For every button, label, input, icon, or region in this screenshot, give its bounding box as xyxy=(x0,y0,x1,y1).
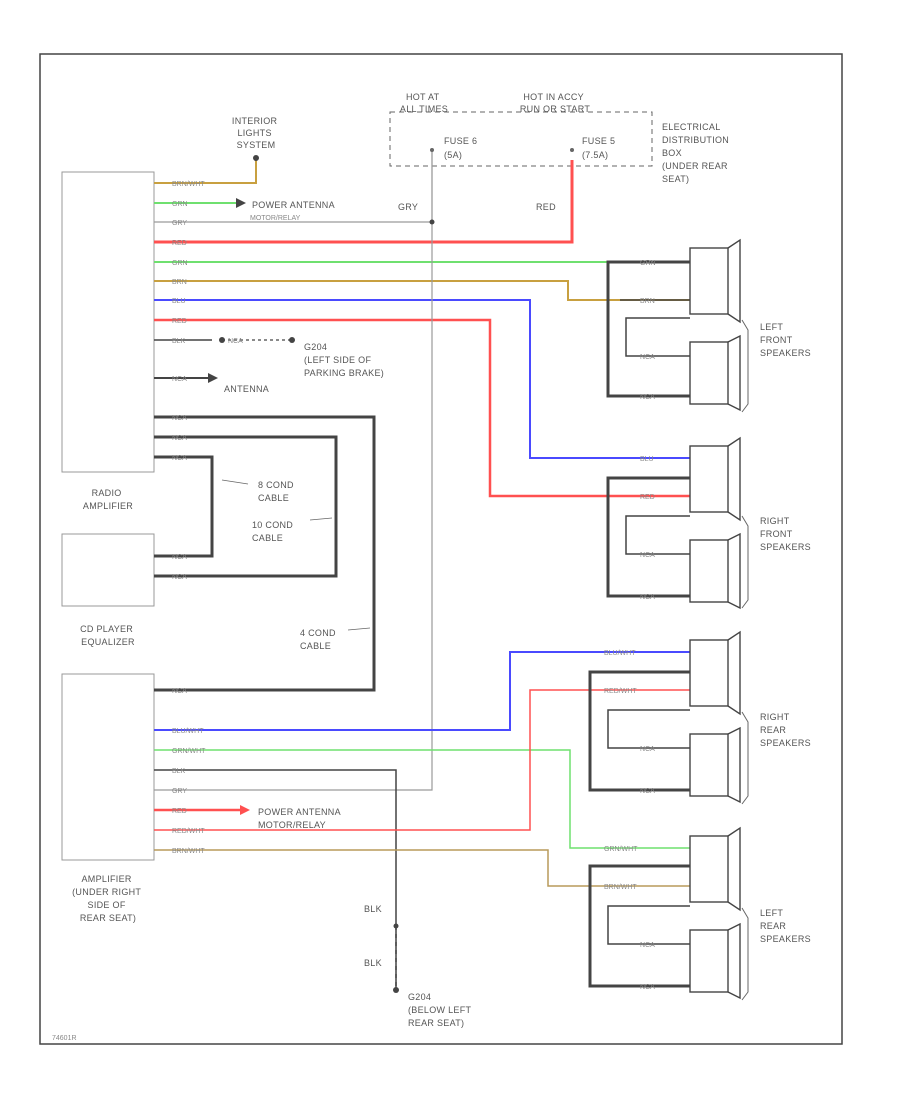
right-rear-speakers xyxy=(588,630,741,804)
hot-accy-label: HOT IN ACCY RUN OR START xyxy=(520,92,590,114)
interior-lights-label: INTERIOR LIGHTS SYSTEM xyxy=(232,116,280,150)
wl-grn-2: GRN xyxy=(172,260,188,267)
blk-label-1: BLK xyxy=(364,904,382,914)
right-front-speakers-label: RIGHT FRONT SPEAKERS xyxy=(760,516,811,552)
amplifier-box xyxy=(61,673,155,861)
cable-10-cond xyxy=(154,435,338,578)
wl-nca-5: NCA xyxy=(172,455,187,462)
g204-bottom-label: G204 (BELOW LEFT REAR SEAT) xyxy=(408,992,474,1028)
right-rear-speakers-label: RIGHT REAR SPEAKERS xyxy=(760,712,811,748)
wl-lf-nca: NCA xyxy=(640,354,655,361)
red-label: RED xyxy=(536,202,556,212)
wl-gry-1: GRY xyxy=(172,220,187,227)
wl-rr-red-wht: RED/WHT xyxy=(604,688,637,695)
wl-brn-wht-1: BRN/WHT xyxy=(172,181,205,188)
wl-nca-6: NCA xyxy=(172,554,187,561)
fuse-5-label: FUSE 5 (7.5A) xyxy=(582,136,618,160)
wl-nca-3: NCA xyxy=(172,415,187,422)
wl-rr-nca: NCA xyxy=(640,746,655,753)
wire-blk-amp xyxy=(154,769,397,990)
wl-blk-2: BLK xyxy=(172,768,186,775)
wl-rf-nca: NCA xyxy=(640,552,655,559)
cd-player-box xyxy=(61,533,155,607)
fuse-6-label: FUSE 6 (5A) xyxy=(444,136,480,160)
wl-lf-grn: GRN xyxy=(640,260,656,267)
motor-relay-top-label: MOTOR/RELAY xyxy=(250,215,301,222)
g204-top-label: G204 (LEFT SIDE OF PARKING BRAKE) xyxy=(304,342,384,378)
left-rear-speakers xyxy=(588,826,741,1000)
wire-brn-wht-interior xyxy=(154,160,257,184)
wire-blu-wht-rr xyxy=(154,651,690,731)
edb-outline xyxy=(389,111,653,167)
wl-lf-brn: BRN xyxy=(640,298,655,305)
wire-red-wht-rr xyxy=(154,689,690,831)
power-antenna-top-label: POWER ANTENNA xyxy=(252,200,335,210)
wl-red-wht-1: RED/WHT xyxy=(172,828,205,835)
wl-nca-8: NCA xyxy=(172,688,187,695)
antenna-label: ANTENNA xyxy=(224,384,269,394)
left-front-speakers-label: LEFT FRONT SPEAKERS xyxy=(760,322,811,358)
wl-rr-blu-wht: BLU/WHT xyxy=(604,650,636,657)
radio-amplifier-box xyxy=(61,171,155,473)
diagram-code: 74601R xyxy=(52,1035,77,1042)
wl-lr-nca: NCA xyxy=(640,942,655,949)
wl-red-1: RED xyxy=(172,240,187,247)
wl-lr-brn-wht: BRN/WHT xyxy=(604,884,637,891)
wl-nca-7: NCA xyxy=(172,574,187,581)
wl-red-3: RED xyxy=(172,808,187,815)
gry-label: GRY xyxy=(398,202,418,212)
wire-blu-rf xyxy=(154,299,690,459)
wl-lr-nca2: NCA xyxy=(640,984,655,991)
wl-blu-wht-1: BLU/WHT xyxy=(172,728,204,735)
wl-nca-2: NCA xyxy=(172,376,187,383)
wl-rf-red: RED xyxy=(640,494,655,501)
wire-brn-lf xyxy=(154,280,690,301)
wire-brn-wht-lr xyxy=(154,849,690,887)
cable-4-cond xyxy=(154,415,376,692)
edb-label: ELECTRICAL DISTRIBUTION BOX (UNDER REAR … xyxy=(662,122,732,184)
wl-grn-wht-1: GRN/WHT xyxy=(172,748,206,755)
wl-rf-nca2: NCA xyxy=(640,594,655,601)
amplifier-under-label: AMPLIFIER (UNDER RIGHT SIDE OF REAR SEAT… xyxy=(72,874,144,923)
wl-nca-4: NCA xyxy=(172,435,187,442)
wl-blk-1: BLK xyxy=(172,338,186,345)
radio-amplifier-label: RADIO AMPLIFIER xyxy=(83,488,133,511)
wl-grn-1: GRN xyxy=(172,201,188,208)
cable-8-label: 8 COND CABLE xyxy=(258,480,297,503)
wl-brn-wht-2: BRN/WHT xyxy=(172,848,205,855)
wire-red-rf xyxy=(154,318,690,498)
cable-4-label: 4 COND CABLE xyxy=(300,628,339,651)
left-rear-speakers-label: LEFT REAR SPEAKERS xyxy=(760,908,811,944)
diagram-frame xyxy=(39,53,843,1045)
cd-player-label: CD PLAYER EQUALIZER xyxy=(80,624,136,647)
wire-red-top xyxy=(154,160,574,244)
wl-lf-nca2: NCA xyxy=(640,394,655,401)
wl-lr-grn-wht: GRN/WHT xyxy=(604,846,638,853)
hot-at-all-times-label: HOT AT ALL TIMES xyxy=(400,92,448,114)
wl-red-2: RED xyxy=(172,318,187,325)
wire-gry-vertical xyxy=(154,222,433,791)
wire-grn-wht-lr xyxy=(154,749,690,849)
left-front-speakers xyxy=(606,238,741,412)
cable-8-cond xyxy=(154,455,214,558)
wl-rr-nca2: NCA xyxy=(640,788,655,795)
power-antenna-bottom-label: POWER ANTENNA MOTOR/RELAY xyxy=(258,807,343,830)
wl-gry-2: GRY xyxy=(172,788,187,795)
wl-rf-blu: BLU xyxy=(640,456,654,463)
right-front-speakers xyxy=(606,436,741,610)
blk-label-2: BLK xyxy=(364,958,382,968)
cable-10-label: 10 COND CABLE xyxy=(252,520,296,543)
wl-brn-1: BRN xyxy=(172,279,187,286)
wl-nca-1: NCA xyxy=(228,338,243,345)
wl-blu-1: BLU xyxy=(172,298,186,305)
